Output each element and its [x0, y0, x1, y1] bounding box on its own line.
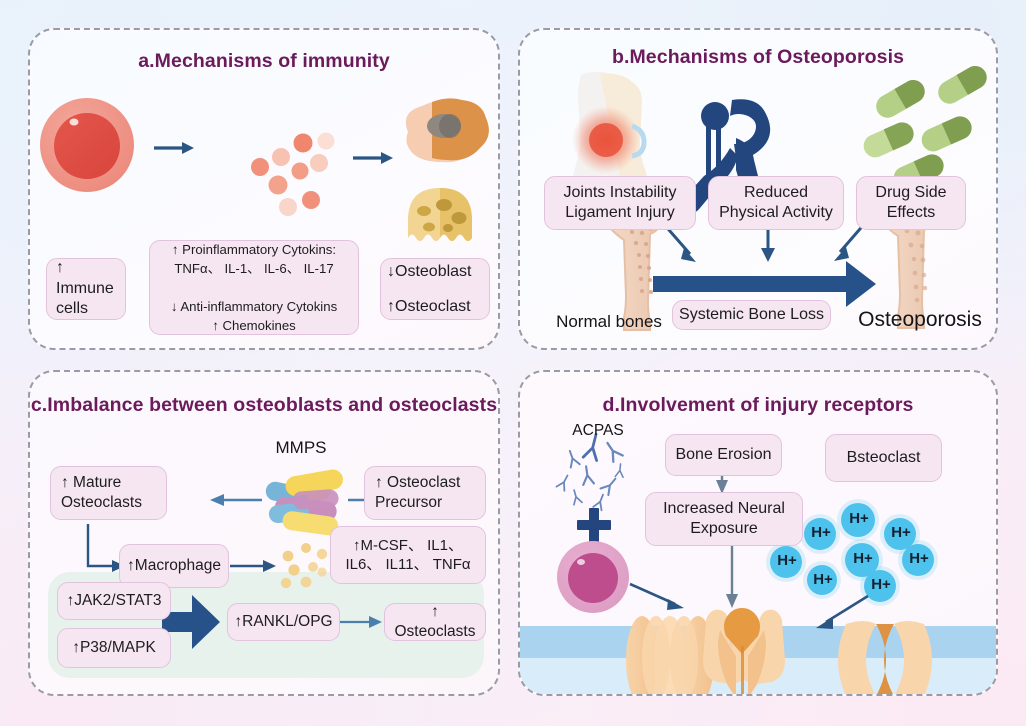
- box-bsteoclast[interactable]: Bsteoclast: [825, 434, 942, 482]
- box-increased-neural-exposure[interactable]: Increased Neural Exposure: [645, 492, 803, 546]
- cytokine-dots-icon: [251, 132, 335, 216]
- panel-b-mechanisms-of-osteoporosis: b.Mechanisms of Osteoporosis: [518, 28, 998, 350]
- panel-b-title: b.Mechanisms of Osteoporosis: [611, 46, 905, 68]
- panel-c-title: c.Imbalance between osteoblasts and oste…: [30, 394, 498, 416]
- macrophage-arrow: [230, 560, 276, 572]
- label-mmps: MMPS: [275, 438, 327, 457]
- monocyte-cell-icon: [557, 541, 629, 613]
- label-acpas: ACPAS: [572, 422, 624, 439]
- box-drug-side-effects[interactable]: Drug Side Effects: [856, 176, 966, 230]
- hplus-label: H+: [811, 524, 831, 541]
- receptor-closed-icon: [626, 616, 714, 694]
- panel-d-involvement-injury-receptors: d.Involvement of injury receptors: [518, 370, 998, 696]
- panel-a-mechanisms-of-immunity: a.Mechanisms of immunity: [28, 28, 500, 350]
- arrow-right-icon-1: [154, 142, 194, 154]
- membrane-lower: [520, 626, 996, 694]
- panel-a-title: a.Mechanisms of immunity: [138, 50, 390, 72]
- osteoclast-cell-icon: [408, 188, 472, 241]
- box-joints-instability[interactable]: Joints Instability Ligament Injury: [544, 176, 696, 230]
- box-osteoclast-precursor[interactable]: ↑ Osteoclast Precursor: [364, 466, 486, 520]
- hplus-label: H+: [909, 550, 929, 567]
- box-bone-erosion[interactable]: Bone Erosion: [665, 434, 782, 476]
- antibody-cluster-icon: [555, 432, 624, 512]
- box-mature-osteoclasts[interactable]: ↑ Mature Osteoclasts: [50, 466, 167, 520]
- hplus-label: H+: [871, 576, 891, 593]
- box-rankl-opg[interactable]: ↑RANKL/OPG: [227, 603, 340, 641]
- box-reduced-physical-activity[interactable]: Reduced Physical Activity: [708, 176, 844, 230]
- plus-icon: [577, 508, 611, 542]
- panel-d-arrows: [629, 582, 869, 629]
- hplus-label: H+: [777, 552, 797, 569]
- immune-cell-icon: [40, 98, 134, 192]
- hplus-label: H+: [849, 510, 869, 527]
- box-proinflammatory-cytokines[interactable]: ↑ Proinflammatory Cytokins: TNFα、 IL-1、 …: [149, 240, 359, 335]
- receptor-pinched-icon: [838, 621, 932, 694]
- mmps-cluster-icon: [265, 469, 344, 536]
- box-macrophage[interactable]: ↑Macrophage: [119, 544, 229, 588]
- receptor-open-icon: [703, 608, 785, 694]
- hplus-label: H+: [853, 550, 873, 567]
- box-immune-cells[interactable]: ↑ Immune cells: [46, 258, 126, 320]
- membrane-band-icon: [520, 626, 996, 658]
- box-osteoclasts[interactable]: ↑ Osteoclasts: [384, 603, 486, 641]
- panel-d-title: d.Involvement of injury receptors: [602, 394, 914, 416]
- hplus-label: H+: [891, 524, 911, 541]
- hplus-label: H+: [813, 571, 833, 588]
- panel-c-imbalance-osteoblasts-osteoclasts: c.Imbalance between osteoblasts and oste…: [28, 370, 500, 696]
- box-jak2-stat3[interactable]: ↑JAK2/STAT3: [57, 582, 171, 620]
- arrow-right-icon-2: [353, 152, 393, 164]
- osteoblast-cell-icon: [405, 98, 489, 163]
- box-osteoblast-osteoclast[interactable]: ↓Osteoblast ↑Osteoclast: [380, 258, 490, 320]
- box-systemic-bone-loss[interactable]: Systemic Bone Loss: [672, 300, 831, 330]
- box-csf-interleukins[interactable]: ↑M-CSF、 IL1、 IL6、 IL11、 TNFα: [330, 526, 486, 584]
- label-normal-bones: Normal bones: [556, 312, 662, 331]
- pills-icon: [863, 65, 987, 190]
- label-osteoporosis: Osteoporosis: [858, 308, 982, 331]
- box-p38-mapk[interactable]: ↑P38/MAPK: [57, 628, 171, 668]
